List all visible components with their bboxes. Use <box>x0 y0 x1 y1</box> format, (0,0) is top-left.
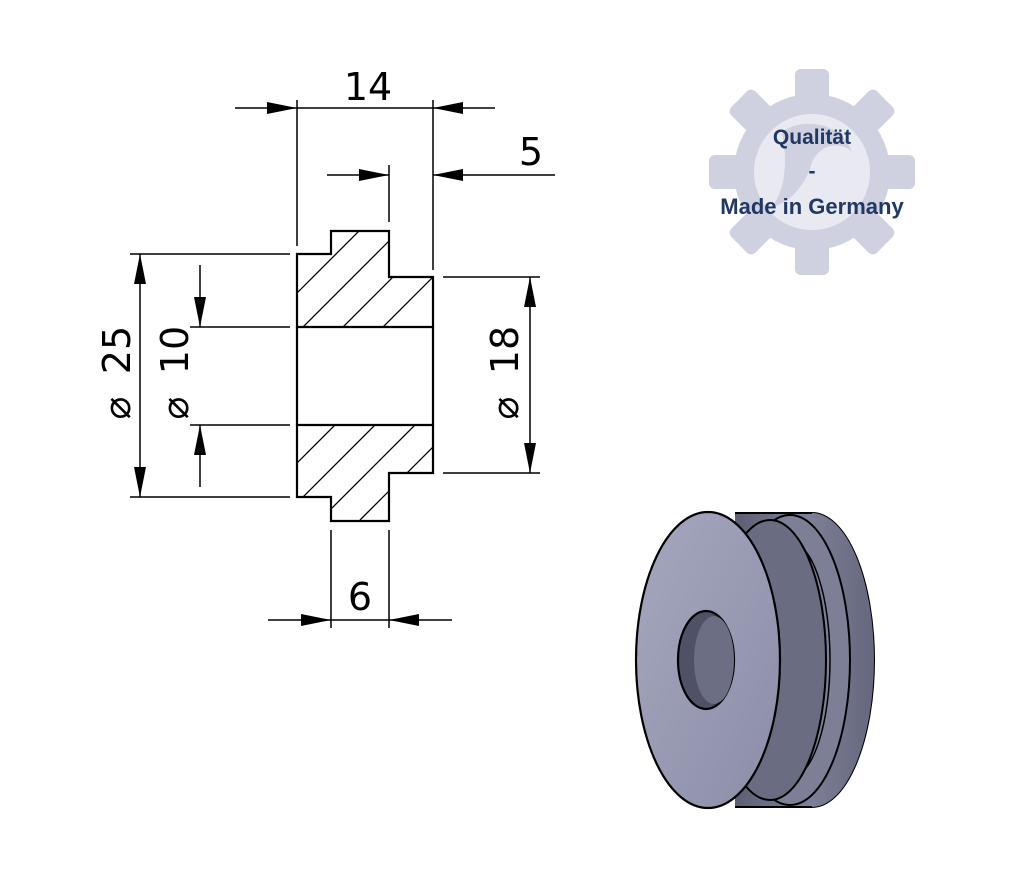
dimension-diameter-10: ⌀ 10 <box>153 265 290 487</box>
hatching-top <box>297 231 433 327</box>
part-3d-render <box>634 510 875 810</box>
dimension-diameter-18-label: 18 <box>483 326 527 374</box>
badge-line-1: Qualität <box>773 126 851 149</box>
gear-icon <box>709 69 915 275</box>
dimension-diameter-18: ⌀ 18 <box>443 276 540 474</box>
dimension-diameter-25: ⌀ 25 <box>95 253 290 498</box>
dimension-6: 6 <box>268 530 452 628</box>
dimension-14-label: 14 <box>344 65 392 109</box>
badge-line-3: Made in Germany <box>720 194 904 219</box>
dimension-5: 5 <box>327 130 555 222</box>
dimension-14: 14 <box>235 65 495 270</box>
dimension-diameter-25-symbol: ⌀ <box>95 397 139 420</box>
section-view: 14 5 6 ⌀ 25 <box>95 65 555 628</box>
dimension-5-label: 5 <box>519 130 543 174</box>
quality-badge: Qualität - Made in Germany <box>709 69 915 275</box>
dimension-diameter-10-label: 10 <box>153 326 197 374</box>
dimension-6-label: 6 <box>348 575 372 619</box>
dimension-diameter-18-symbol: ⌀ <box>483 397 527 420</box>
badge-line-2: - <box>809 160 816 183</box>
section-outline-bottom <box>295 423 435 523</box>
section-outline-top <box>295 229 435 329</box>
hatching-bottom <box>297 425 433 521</box>
dimension-diameter-25-label: 25 <box>95 326 139 374</box>
dimension-diameter-10-symbol: ⌀ <box>153 397 197 420</box>
